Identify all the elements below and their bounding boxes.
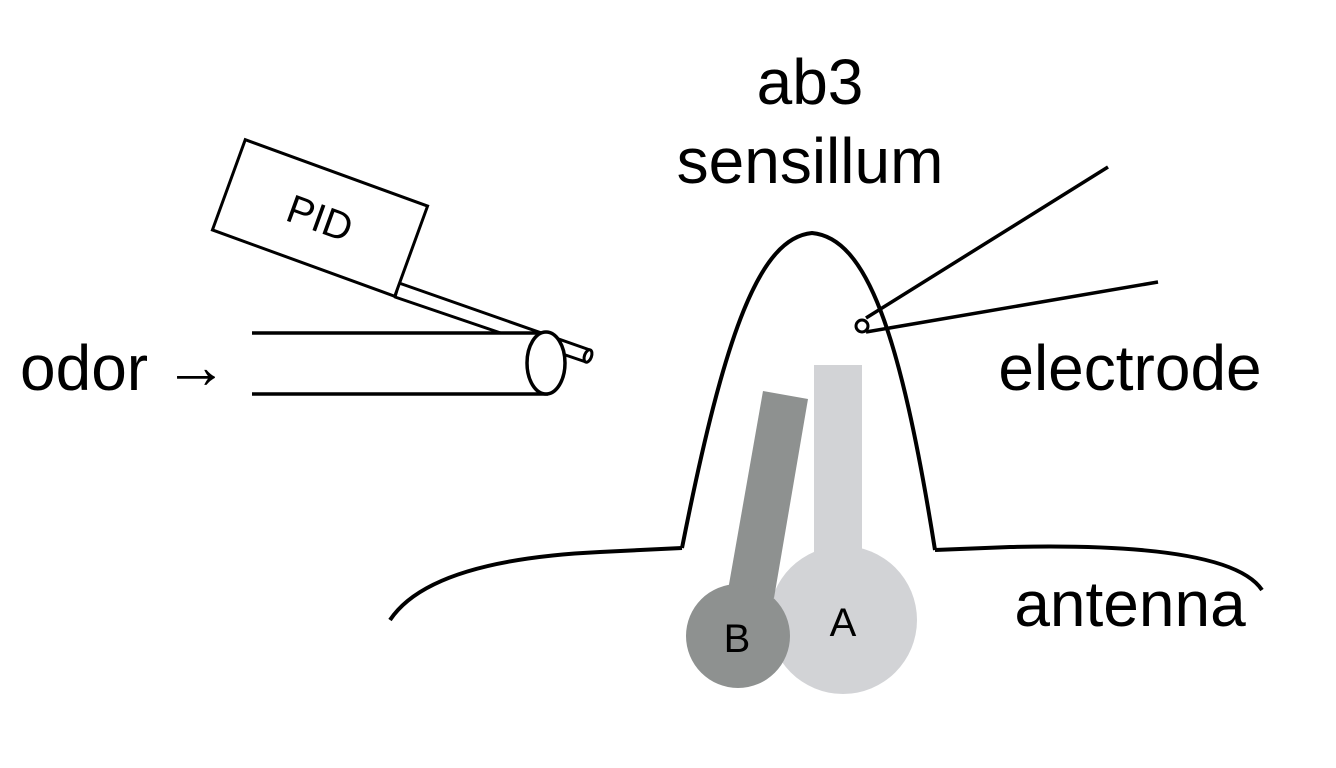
neuron-a-soma: [769, 546, 917, 694]
electrode-label: electrode: [998, 332, 1261, 404]
pid-box: PID: [210, 137, 430, 299]
electrode: [854, 165, 1159, 334]
antenna-surface-right: [934, 544, 1264, 592]
title-ab3: ab3: [757, 46, 864, 118]
neuron-a: A: [769, 365, 917, 694]
odor-tube-opening: [525, 330, 567, 396]
odor-arrow-icon: →: [164, 330, 228, 402]
neuron-b-label: B: [724, 617, 751, 661]
neuron-b: B: [686, 391, 808, 688]
title-sensillum: sensillum: [677, 125, 944, 197]
odor-tube: [252, 330, 567, 396]
pid-probe-tip: [582, 348, 594, 364]
electrode-tip: [854, 318, 870, 334]
neuron-b-soma: [686, 584, 790, 688]
sensillum-outline: [680, 230, 937, 551]
odor-label: odor: [20, 332, 148, 404]
neuron-a-dendrite: [814, 365, 862, 575]
antenna-surface-left: [388, 546, 683, 622]
neuron-a-label: A: [830, 601, 857, 645]
antenna-label: antenna: [1014, 568, 1246, 640]
neuron-b-dendrite: [728, 391, 808, 598]
